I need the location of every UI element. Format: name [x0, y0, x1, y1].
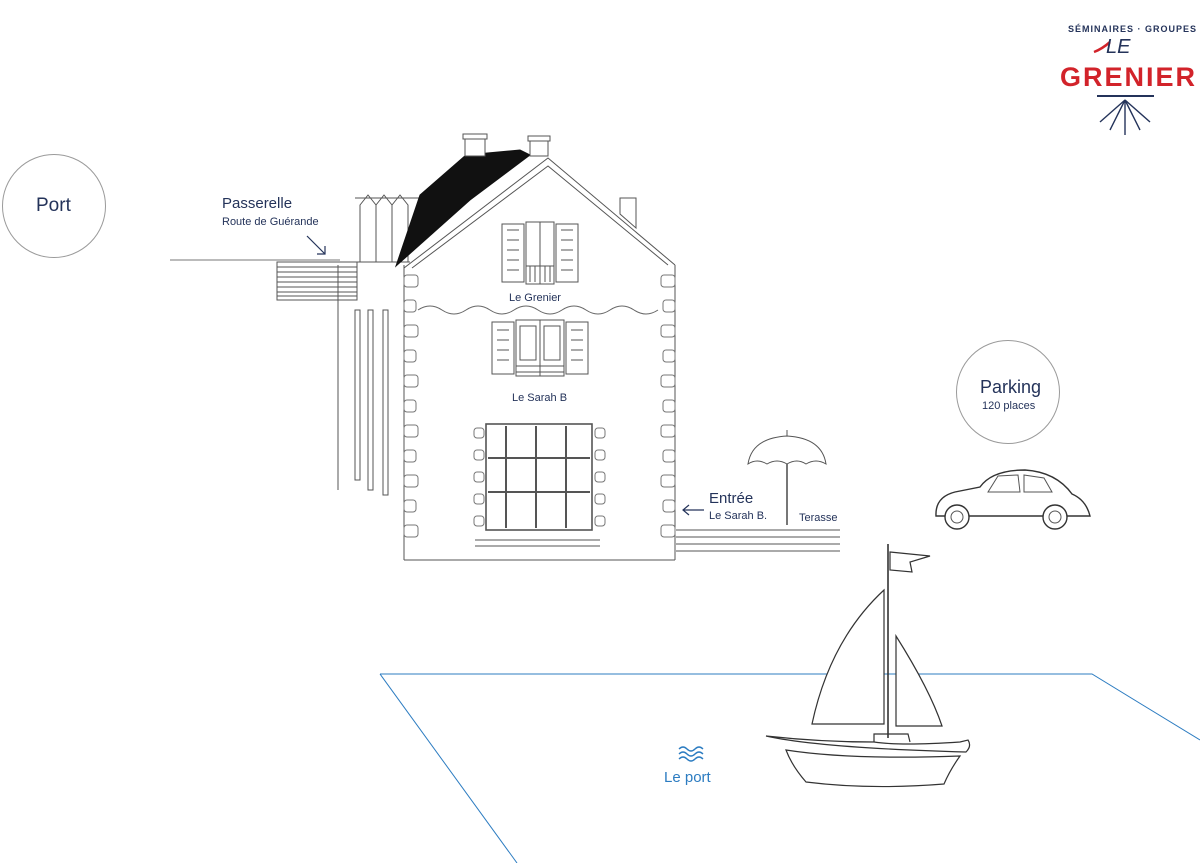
car-icon: [935, 469, 1091, 530]
arrow-down-right-icon: [306, 235, 326, 255]
parking-sub: 120 places: [982, 400, 1036, 412]
main-house: [394, 133, 676, 561]
parking-circle: [956, 340, 1060, 444]
water-outline: [380, 673, 1200, 741]
window-grenier: [501, 221, 579, 285]
logo-le: LE: [1106, 36, 1131, 58]
parking-title: Parking: [980, 377, 1042, 397]
passerelle-label: Passerelle: [222, 195, 293, 212]
waves-icon: [678, 746, 704, 762]
arrow-left-icon: [682, 504, 704, 516]
terasse-label: Terasse: [799, 512, 838, 524]
entree-label: Entrée: [709, 490, 754, 507]
terrace: [676, 529, 840, 552]
window-sarah: [491, 319, 589, 377]
passerelle-sub: Route de Guérande: [222, 216, 319, 228]
window-ground: [473, 423, 606, 547]
logo-name: GRENIER: [1060, 62, 1198, 92]
logo-graphics: [1093, 41, 1154, 135]
port-circle: [2, 154, 106, 258]
passerelle-deck: [276, 261, 358, 301]
entree-sub: Le Sarah B.: [709, 510, 768, 522]
logo-top-text: SÉMINAIRES · GROUPES: [1068, 24, 1198, 34]
grenier-floor-label: Le Grenier: [509, 292, 561, 304]
sarah-floor-label: Le Sarah B: [512, 392, 568, 404]
sailboat-icon: [765, 544, 971, 788]
umbrella-icon: [747, 430, 827, 525]
le-port-label: Le port: [664, 769, 711, 786]
port-label: Port: [36, 195, 71, 216]
